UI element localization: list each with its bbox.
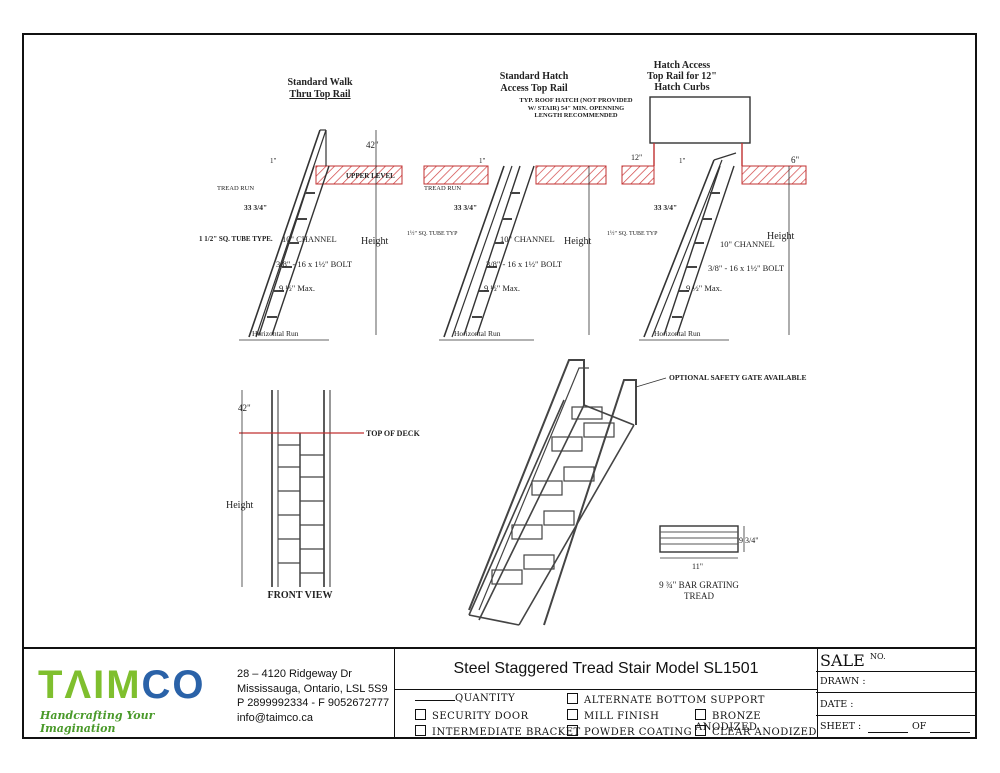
address-line-2: Mississauga, Ontario, LSL 5S9 bbox=[237, 682, 388, 695]
hatch-title-2: Access Top Rail bbox=[500, 83, 567, 94]
option-security-door[interactable]: SECURITY DOOR bbox=[415, 709, 529, 722]
options-panel: Steel Staggered Tread Stair Model SL1501… bbox=[394, 649, 818, 739]
hatch12-dim-33: 33 3/4" bbox=[654, 203, 677, 212]
checkbox-icon[interactable] bbox=[567, 709, 578, 720]
upper-level-label: UPPER LEVEL bbox=[346, 172, 395, 180]
walk-thru-title-1: Standard Walk bbox=[287, 77, 353, 88]
hatch-note: TYP. ROOF HATCH (NOT PROVIDED W/ STAIR) … bbox=[519, 97, 633, 119]
gate-note: OPTIONAL SAFETY GATE AVAILABLE bbox=[669, 373, 806, 382]
hatch12-dim-6: 6" bbox=[791, 155, 800, 165]
hatch12-tube: 1½" SQ. TUBE TYP bbox=[607, 230, 658, 237]
checkbox-icon[interactable] bbox=[415, 725, 426, 736]
hatch-cover bbox=[649, 96, 751, 144]
date-field[interactable]: DATE : bbox=[816, 693, 975, 716]
front-view-caption: FRONT VIEW bbox=[268, 590, 333, 601]
walk-thru-hrun: Horizontal Run bbox=[252, 329, 299, 338]
phone-line: P 2899992334 - F 9052672777 bbox=[237, 697, 390, 709]
option-intermediate-bracket[interactable]: INTERMEDIATE BRACKET bbox=[415, 725, 581, 738]
sheet-field[interactable]: SHEET : OF bbox=[816, 716, 975, 737]
drawing-sheet: Standard Walk Thru Top Rail UPPER LEVEL … bbox=[22, 33, 977, 739]
hatch-tube: 1½" SQ. TUBE TYP bbox=[407, 230, 458, 237]
top-of-deck-label: TOP OF DECK bbox=[366, 429, 421, 438]
hatch-dim-1in: 1" bbox=[479, 157, 486, 165]
checkbox-icon[interactable] bbox=[695, 725, 706, 736]
hatch-dim-33: 33 3/4" bbox=[454, 203, 477, 212]
hatch12-title-2: Top Rail for 12" bbox=[647, 71, 717, 82]
address-line-1: 28 – 4120 Ridgeway Dr bbox=[237, 668, 352, 680]
tread-dim-w: 11" bbox=[692, 562, 703, 571]
drawing-title: Steel Staggered Tread Stair Model SL1501 bbox=[395, 649, 817, 690]
tread-caption-1: 9 ¾" BAR GRATING bbox=[659, 580, 739, 590]
hatch12-bolt: 3/8" - 16 x 1½" BOLT bbox=[708, 263, 785, 273]
checkbox-icon[interactable] bbox=[567, 693, 578, 704]
front-view: TOP OF DECK 42" Height FRONT VIEW bbox=[226, 390, 421, 601]
hatch-hrun: Horizontal Run bbox=[454, 329, 501, 338]
hatch-title-1: Standard Hatch bbox=[500, 71, 569, 82]
title-block: TΛIMCO Handcrafting Your Imagination 28 … bbox=[22, 647, 977, 739]
checkbox-icon[interactable] bbox=[415, 709, 426, 720]
hatch-bolt: 3/8" - 16 x 1½" BOLT bbox=[486, 259, 563, 269]
sale-info: SALE NO. DRAWN : DATE : SHEET : OF bbox=[816, 649, 975, 739]
walk-thru-tube: 1 1/2" SQ. TUBE TYPE. bbox=[199, 235, 273, 243]
upper-level-slab bbox=[315, 165, 403, 185]
checkbox-icon[interactable] bbox=[695, 709, 706, 720]
tread-caption-2: TREAD bbox=[684, 591, 714, 601]
logo-wordmark: TΛIMCO bbox=[38, 663, 206, 707]
hatch12-title-3: Hatch Curbs bbox=[654, 82, 709, 93]
front-dim-42: 42" bbox=[238, 403, 251, 413]
company-logo: TΛIMCO Handcrafting Your Imagination bbox=[22, 649, 222, 739]
hatch-tread-run: TREAD RUN bbox=[424, 185, 461, 192]
hatch-view: Standard Hatch Access Top Rail TYP. ROOF… bbox=[407, 71, 633, 341]
front-height: Height bbox=[226, 500, 253, 511]
walk-thru-dim-33: 33 3/4" bbox=[244, 203, 267, 212]
walk-thru-dim-42: 42" bbox=[366, 140, 379, 150]
walk-thru-bolt: 3/8" - 16 x 1½" BOLT bbox=[276, 259, 353, 269]
hatch12-hrun: Horizontal Run bbox=[654, 329, 701, 338]
hatch12-view: Hatch Access Top Rail for 12" Hatch Curb… bbox=[607, 60, 807, 341]
walk-thru-channel: 10" CHANNEL bbox=[282, 234, 337, 244]
hatch12-title-1: Hatch Access bbox=[654, 60, 710, 71]
hatch-channel: 10" CHANNEL bbox=[500, 234, 555, 244]
hatch-max: 9 ½" Max. bbox=[484, 283, 520, 293]
isometric-view: OPTIONAL SAFETY GATE AVAILABLE bbox=[468, 359, 806, 626]
walk-thru-max: 9 ½" Max. bbox=[279, 283, 315, 293]
option-mill-finish[interactable]: MILL FINISH bbox=[567, 709, 659, 722]
email-line: info@taimco.ca bbox=[237, 711, 313, 724]
logo-tagline: Handcrafting Your Imagination bbox=[40, 709, 155, 735]
company-address: 28 – 4120 Ridgeway Dr Mississauga, Ontar… bbox=[237, 667, 389, 725]
hatch12-channel: 10" CHANNEL bbox=[720, 239, 775, 249]
option-alternate-bottom-support[interactable]: ALTERNATE BOTTOM SUPPORT bbox=[567, 693, 765, 706]
option-bronze-anodized[interactable]: BRONZE ANODIZED bbox=[695, 709, 762, 733]
sale-row: SALE NO. bbox=[816, 649, 975, 672]
tread-dim-h: 9 3/4" bbox=[739, 536, 759, 545]
walk-thru-tread-run: TREAD RUN bbox=[217, 185, 254, 192]
hatch12-dim-12: 12" bbox=[631, 153, 642, 162]
walk-thru-dim-1in: 1" bbox=[270, 157, 277, 165]
walk-thru-height: Height bbox=[361, 236, 388, 247]
technical-drawing: Standard Walk Thru Top Rail UPPER LEVEL … bbox=[199, 60, 807, 626]
option-powder-coating[interactable]: POWDER COATING bbox=[567, 725, 692, 738]
hatch12-dim-1in: 1" bbox=[679, 157, 686, 165]
drawn-field[interactable]: DRAWN : bbox=[816, 672, 975, 693]
hatch12-max: 9 ½" Max. bbox=[686, 283, 722, 293]
walk-thru-title-2: Thru Top Rail bbox=[289, 89, 350, 100]
hatch12-height: Height bbox=[767, 231, 794, 242]
checkbox-icon[interactable] bbox=[567, 725, 578, 736]
option-clear-anodized[interactable]: CLEAR ANODIZED bbox=[695, 725, 817, 738]
tread-detail: 9 3/4" 11" 9 ¾" BAR GRATING TREAD bbox=[659, 525, 759, 601]
quantity-field[interactable]: QUANTITY bbox=[415, 693, 515, 704]
walk-thru-view: Standard Walk Thru Top Rail UPPER LEVEL … bbox=[199, 77, 403, 341]
hatch-height: Height bbox=[564, 236, 591, 247]
